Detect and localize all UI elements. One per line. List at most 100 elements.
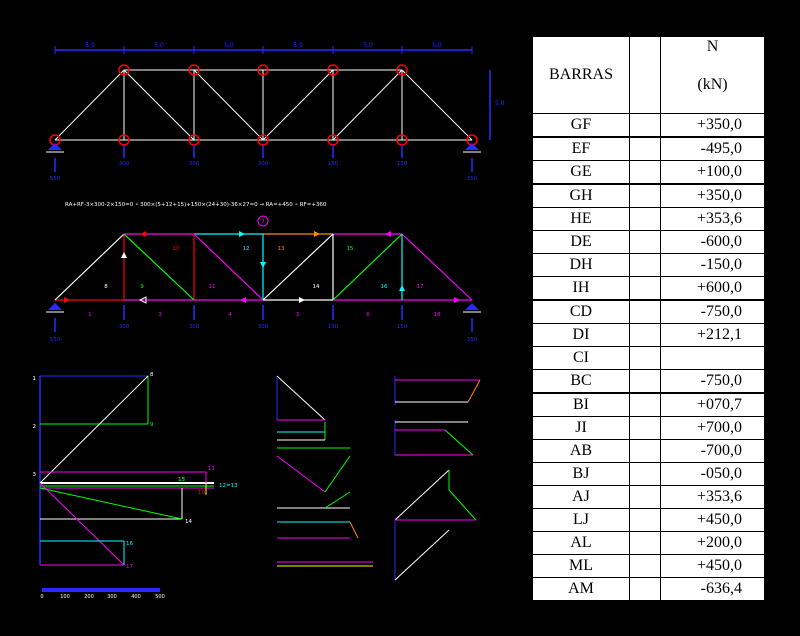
table-row: EF-495,0: [532, 136, 765, 161]
svg-text:350: 350: [467, 337, 478, 343]
bar-name-cell: DE: [532, 230, 630, 254]
gap-cell: [629, 276, 661, 301]
svg-text:0: 0: [40, 594, 43, 600]
svg-text:8: 8: [104, 284, 108, 290]
svg-text:10: 10: [198, 490, 205, 496]
svg-text:1: 1: [88, 312, 92, 318]
force-value-cell: +353,6: [660, 207, 765, 231]
force-value-cell: +350,0: [660, 113, 765, 138]
svg-text:5,0: 5,0: [363, 42, 373, 49]
load-arrows: [54, 145, 473, 172]
table-row: GH+350,0: [532, 183, 765, 208]
svg-text:500: 500: [155, 594, 165, 600]
table-header-row: BARRAS N (kN): [532, 36, 765, 114]
svg-text:300: 300: [189, 161, 200, 167]
svg-text:5,0: 5,0: [432, 42, 442, 49]
bar-name-cell: AM: [532, 577, 630, 601]
bar-name-cell: DI: [532, 323, 630, 347]
table-row: AM -636,4: [532, 577, 765, 601]
gap-cell: [629, 369, 661, 394]
bar-name-cell: BI: [532, 392, 630, 417]
force-value-cell: -150,0: [660, 253, 765, 277]
force-value-cell: -636,4: [660, 577, 765, 601]
bar-name-cell: ML: [532, 554, 630, 578]
force-value-cell: +700,0: [660, 416, 765, 440]
table-row: LJ+450,0: [532, 508, 765, 532]
svg-text:300: 300: [107, 594, 117, 600]
svg-text:5,0: 5,0: [85, 42, 95, 49]
gap-cell: [629, 392, 661, 417]
svg-text:14: 14: [313, 284, 320, 290]
gap-cell: [629, 323, 661, 347]
load-values: 300 300 300 150 150 550 350: [50, 161, 478, 182]
svg-text:8: 8: [150, 372, 154, 378]
polygon-labels: 1 2 3 8 9 10 11 13 14 15 16 17 12=13: [33, 372, 239, 570]
svg-text:9: 9: [150, 422, 154, 428]
table-row: AL+200,0: [532, 531, 765, 555]
svg-text:150: 150: [397, 161, 408, 167]
gap-cell: [629, 462, 661, 486]
svg-text:300: 300: [258, 161, 269, 167]
gap-cell: [629, 253, 661, 277]
bar-name-cell: AL: [532, 531, 630, 555]
top-truss: 5,0 5,0 5,0 5,0 5,0 5,0 5,0: [46, 42, 505, 182]
force-value-cell: +450,0: [660, 554, 765, 578]
force-value-cell: +600,0: [660, 276, 765, 301]
table-row: DE -600,0: [532, 230, 765, 254]
force-value-cell: +450,0: [660, 508, 765, 532]
bow-notation-truss: 7 1 3 4 5 6 18 8 9 10 11 12 13 14 15 16 …: [46, 215, 481, 343]
equilibrium-equation: RA+RF-3×300-2×150=0 ∘ 300×(5+12+15)+150×…: [65, 202, 327, 208]
svg-text:16: 16: [381, 284, 388, 290]
force-value-cell: -495,0: [660, 136, 765, 161]
svg-text:1: 1: [33, 376, 37, 382]
svg-text:3: 3: [158, 312, 162, 318]
svg-text:200: 200: [84, 594, 94, 600]
svg-text:150: 150: [328, 161, 339, 167]
force-value-cell: -700,0: [660, 439, 765, 463]
svg-text:13: 13: [278, 246, 285, 252]
header-force-unit: (kN): [697, 76, 728, 93]
gap-cell: [629, 577, 661, 601]
span-dimensions: 5,0 5,0 5,0 5,0 5,0 5,0: [85, 42, 442, 49]
gap-cell: [629, 346, 661, 370]
supports-middle: [46, 303, 481, 313]
svg-text:300: 300: [189, 324, 200, 330]
table-row: GF+350,0: [532, 113, 765, 138]
gap-cell: [629, 416, 661, 440]
svg-text:12=13: 12=13: [219, 483, 238, 489]
svg-text:7: 7: [261, 219, 265, 225]
force-value-cell: +100,0: [660, 160, 765, 185]
gap-cell: [629, 485, 661, 509]
svg-text:6: 6: [366, 312, 370, 318]
cremona-diagram: 1 2 3 8 9 10 11 13 14 15 16 17 12=13 0 1…: [33, 372, 239, 600]
gap-cell: [629, 207, 661, 231]
gap-cell: [629, 554, 661, 578]
svg-text:5: 5: [296, 312, 300, 318]
header-force: N (kN): [660, 36, 765, 114]
bar-name-cell: CD: [532, 299, 630, 324]
table-row: BI+070,7: [532, 392, 765, 417]
bar-name-cell: AB: [532, 439, 630, 463]
bar-name-cell: IH: [532, 276, 630, 301]
gap-cell: [629, 136, 661, 161]
svg-text:350: 350: [467, 176, 478, 182]
bar-name-cell: CI: [532, 346, 630, 370]
svg-text:18: 18: [434, 312, 441, 318]
svg-text:10: 10: [173, 246, 180, 252]
header-force-symbol: N: [706, 38, 719, 55]
table-row: AB -700,0: [532, 439, 765, 463]
svg-text:150: 150: [397, 324, 408, 330]
svg-text:550: 550: [50, 176, 61, 182]
svg-text:3: 3: [33, 472, 37, 478]
header-bars: BARRAS: [532, 36, 630, 114]
header-gap: [629, 36, 661, 114]
svg-text:13: 13: [178, 477, 185, 483]
force-value-cell: +353,6: [660, 485, 765, 509]
force-value-cell: -600,0: [660, 230, 765, 254]
table-row: BC-750,0: [532, 369, 765, 394]
scale-bar-labels: 0 100 200 300 400 500: [40, 594, 164, 600]
svg-text:11: 11: [209, 284, 216, 290]
node-diagrams-middle: [276, 375, 373, 567]
